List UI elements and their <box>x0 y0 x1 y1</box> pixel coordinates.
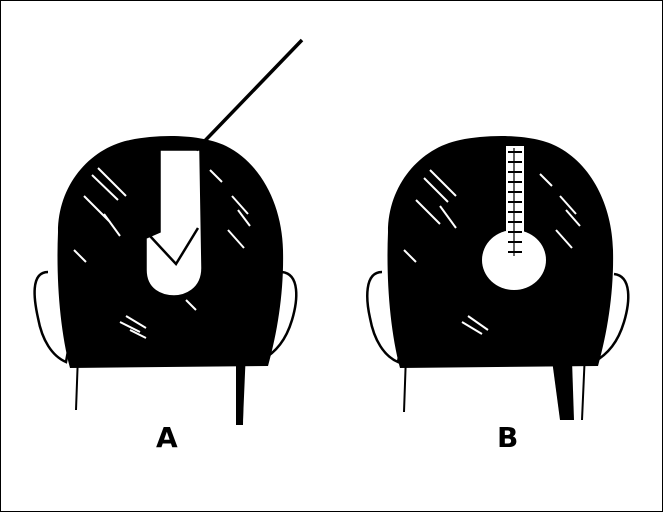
panel-b-nape-hair <box>552 360 574 420</box>
panel-a-label: A <box>156 424 178 452</box>
panel-b-drawing <box>367 136 628 420</box>
panel-b-label: B <box>497 424 518 452</box>
panel-a-drawing <box>35 40 302 425</box>
panel-a-nape-hair <box>236 360 244 425</box>
